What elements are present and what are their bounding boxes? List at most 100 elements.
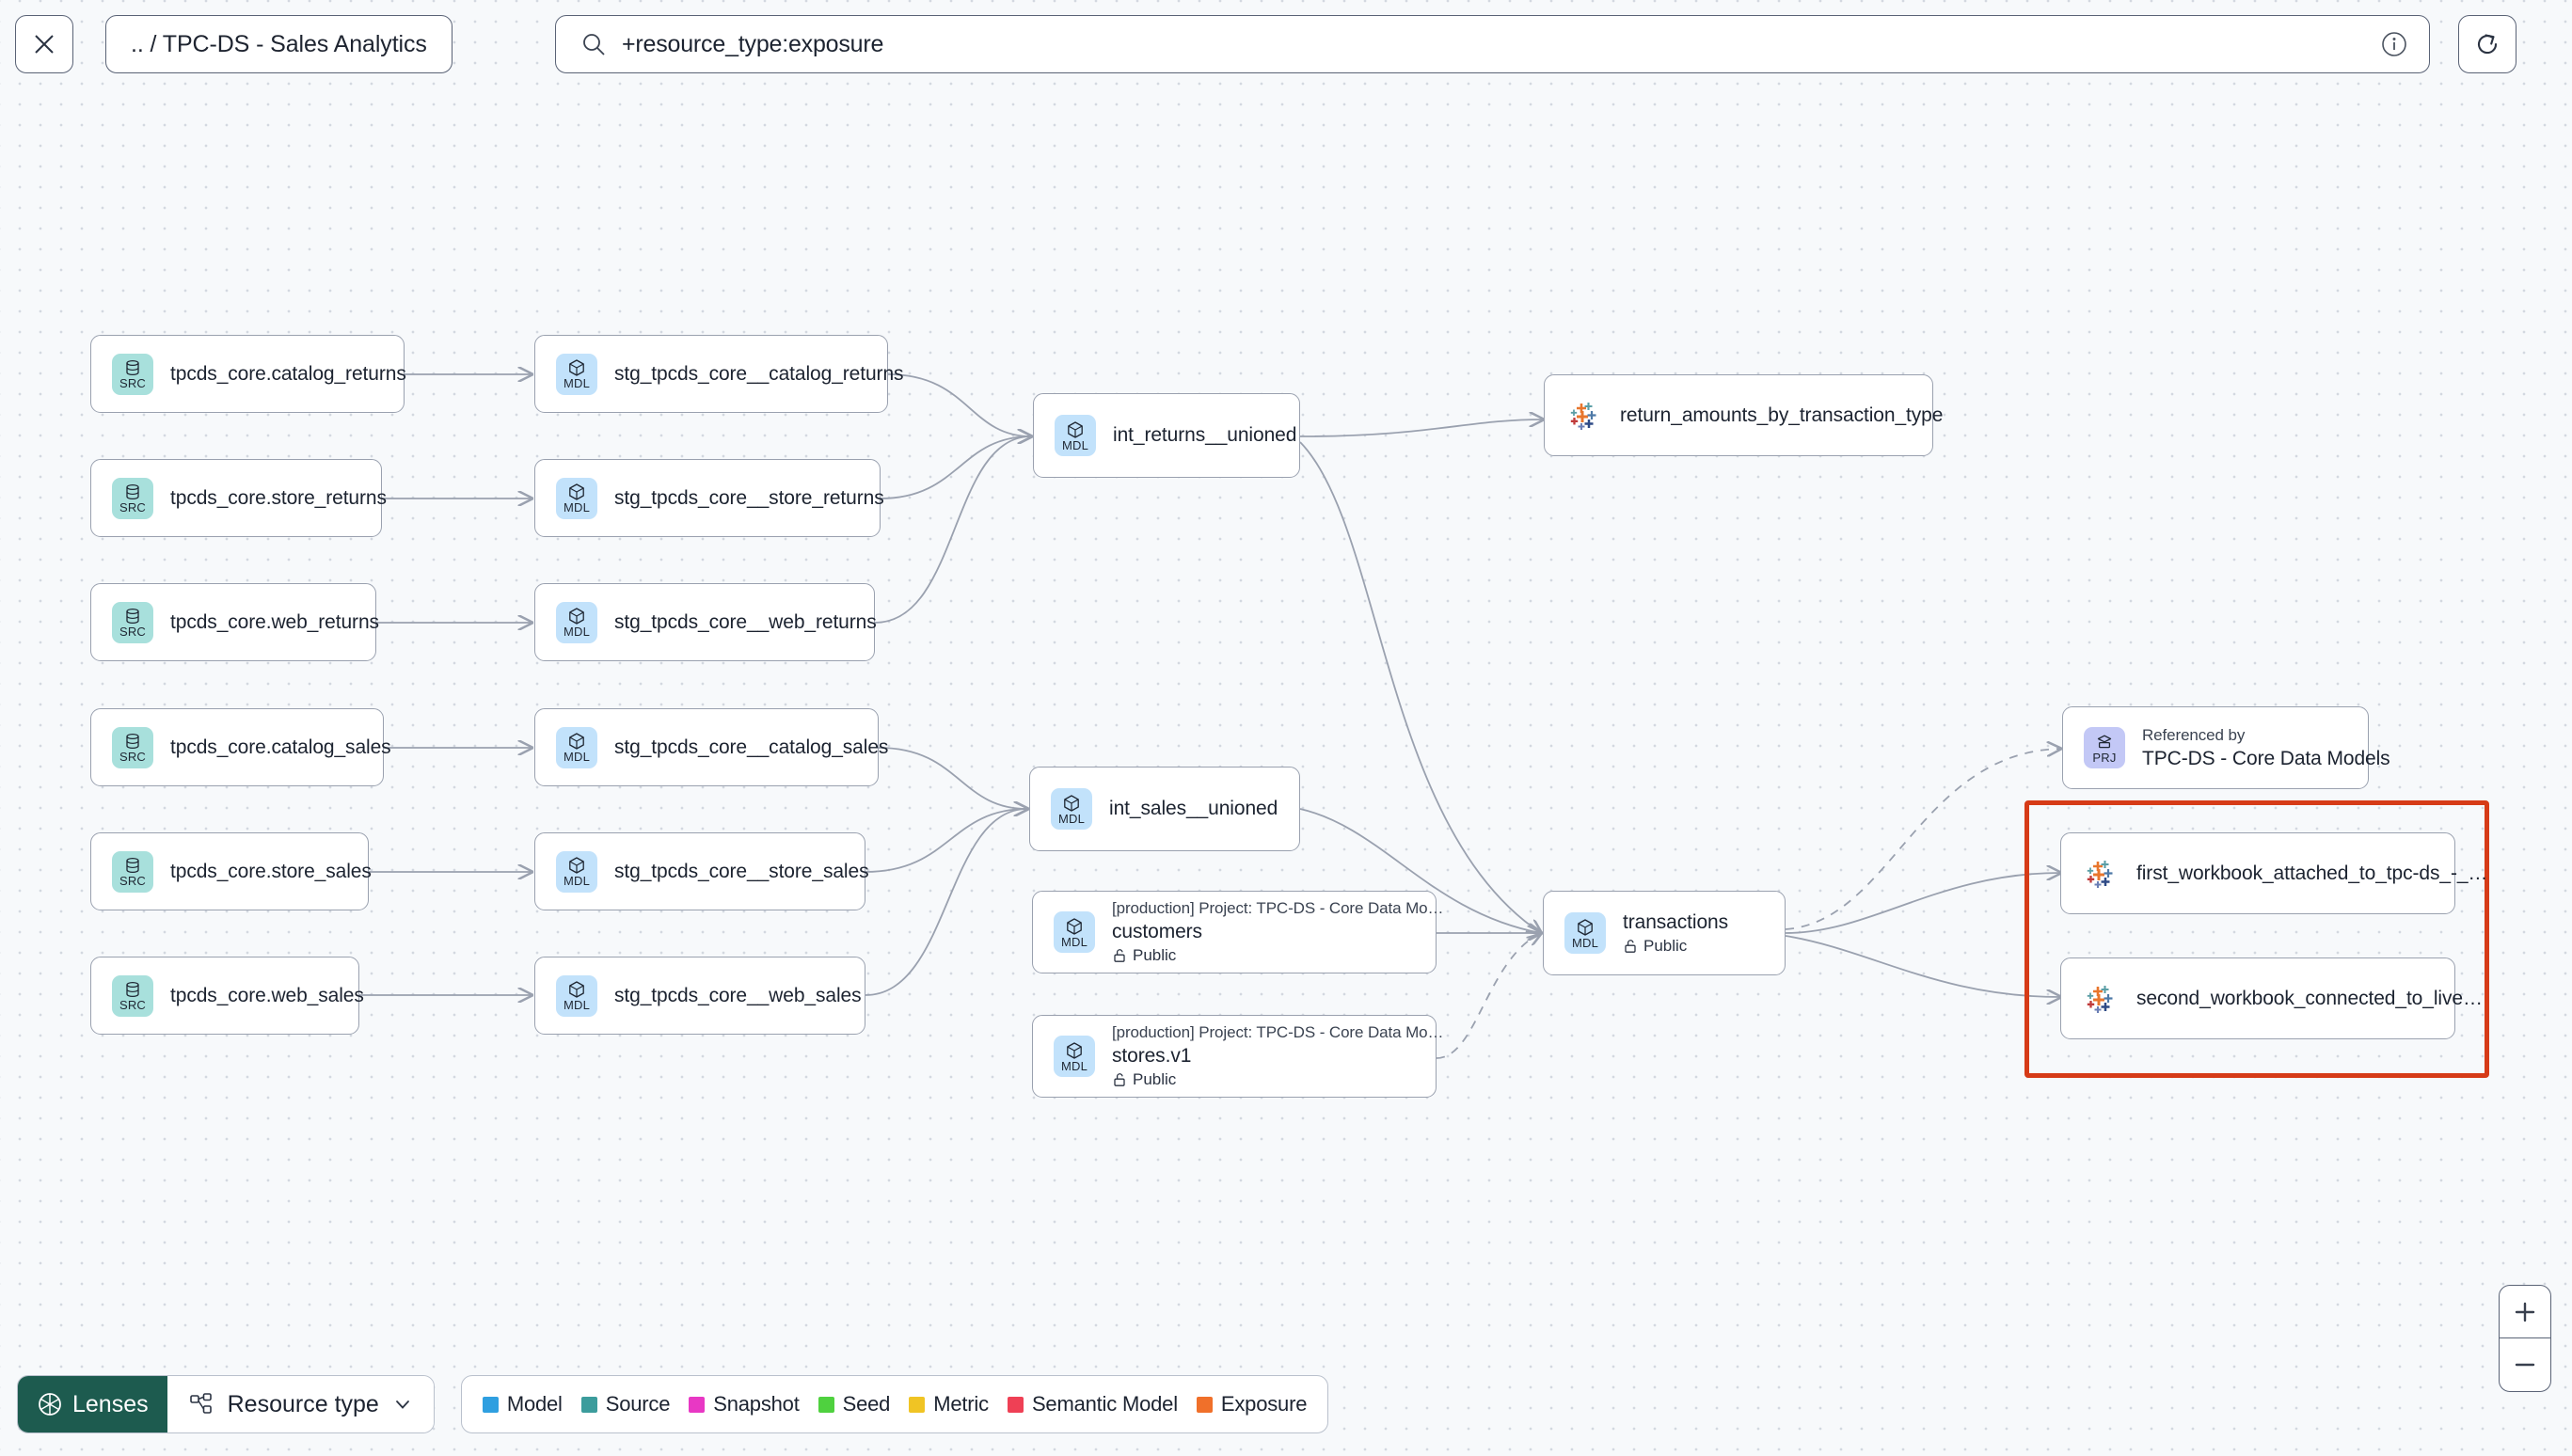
node-label: tpcds_core.catalog_sales bbox=[170, 736, 391, 758]
cube-icon bbox=[569, 733, 584, 750]
node-project-reference[interactable]: PRJ Referenced by TPC-DS - Core Data Mod… bbox=[2062, 706, 2390, 789]
src-badge-code: SRC bbox=[119, 874, 147, 888]
breadcrumb[interactable]: .. / TPC-DS - Sales Analytics bbox=[105, 15, 452, 73]
node-label: stores.v1 bbox=[1112, 1045, 1192, 1067]
close-button[interactable] bbox=[15, 15, 73, 73]
node-access: Public bbox=[1623, 937, 1728, 956]
mdl-badge: MDL bbox=[1054, 911, 1095, 953]
cube-icon bbox=[569, 483, 584, 500]
refresh-button[interactable] bbox=[2458, 15, 2516, 73]
node-exposure[interactable]: return_amounts_by_transaction_type bbox=[1544, 374, 1944, 456]
node-label: first_workbook_attached_to_tpc-ds_-_… bbox=[2136, 862, 2488, 884]
mdl-badge: MDL bbox=[556, 601, 597, 643]
node-body: tpcds_core.store_returns bbox=[170, 487, 387, 510]
database-icon bbox=[126, 857, 139, 874]
legend-label: Snapshot bbox=[713, 1392, 800, 1416]
search-input[interactable]: +resource_type:exposure bbox=[555, 15, 2430, 73]
plus-icon bbox=[2515, 1302, 2535, 1321]
node-source[interactable]: SRC tpcds_core.web_sales bbox=[90, 957, 364, 1035]
node-model-versioned[interactable]: MDL [production] Project: TPC-DS - Core … bbox=[1032, 891, 1444, 973]
chevron-down-icon bbox=[395, 1401, 409, 1409]
src-badge: SRC bbox=[112, 850, 153, 893]
node-body: transactions Public bbox=[1623, 911, 1728, 956]
cube-icon bbox=[569, 981, 584, 998]
node-label: stg_tpcds_core__web_sales bbox=[614, 984, 862, 1006]
node-body: tpcds_core.catalog_sales bbox=[170, 736, 391, 759]
node-label: stg_tpcds_core__store_returns bbox=[614, 486, 884, 509]
breadcrumb-label: .. / TPC-DS - Sales Analytics bbox=[131, 30, 427, 57]
src-badge-code: SRC bbox=[119, 750, 147, 764]
info-icon[interactable] bbox=[2380, 30, 2408, 58]
refresh-icon bbox=[2477, 34, 2498, 55]
lenses-label: Lenses bbox=[72, 1390, 149, 1417]
legend-label: Seed bbox=[842, 1392, 891, 1416]
mdl-badge: MDL bbox=[1051, 788, 1092, 830]
legend-swatch-metric bbox=[909, 1396, 926, 1413]
resource-type-label: Resource type bbox=[227, 1390, 379, 1417]
node-exposure[interactable]: first_workbook_attached_to_tpc-ds_-_… bbox=[2060, 832, 2488, 914]
node-source[interactable]: SRC tpcds_core.store_returns bbox=[90, 459, 387, 537]
node-body: int_returns__unioned bbox=[1113, 424, 1296, 447]
node-model[interactable]: MDL stg_tpcds_core__web_sales bbox=[534, 957, 865, 1035]
cube-icon bbox=[1067, 917, 1082, 935]
mdl-badge-code: MDL bbox=[563, 625, 591, 639]
cube-icon bbox=[1068, 420, 1083, 438]
tableau-icon bbox=[2087, 860, 2113, 888]
legend-item: Exposure bbox=[1196, 1392, 1307, 1416]
node-model[interactable]: MDL stg_tpcds_core__store_returns bbox=[534, 459, 884, 537]
cube-icon bbox=[569, 359, 584, 376]
node-source[interactable]: SRC tpcds_core.web_returns bbox=[90, 583, 379, 661]
search-query-text: +resource_type:exposure bbox=[622, 30, 884, 57]
node-label: TPC-DS - Core Data Models bbox=[2142, 747, 2390, 769]
node-label: stg_tpcds_core__web_returns bbox=[614, 610, 877, 633]
node-model[interactable]: MDL stg_tpcds_core__store_sales bbox=[534, 832, 869, 910]
mdl-badge: MDL bbox=[556, 726, 597, 768]
zoom-out-button[interactable] bbox=[2500, 1338, 2550, 1391]
mdl-badge-code: MDL bbox=[1061, 437, 1089, 452]
legend-label: Source bbox=[605, 1392, 671, 1416]
legend-swatch-exposure bbox=[1196, 1396, 1213, 1413]
resource-type-dropdown[interactable]: Resource type bbox=[167, 1376, 434, 1432]
node-body: first_workbook_attached_to_tpc-ds_-_… bbox=[2136, 862, 2488, 885]
legend-item: Model bbox=[482, 1392, 563, 1416]
node-model[interactable]: MDL int_sales__unioned bbox=[1029, 767, 1300, 851]
minus-icon bbox=[2515, 1363, 2535, 1367]
node-project-label: [production] Project: TPC-DS - Core Data… bbox=[1112, 899, 1444, 917]
node-label: tpcds_core.store_sales bbox=[170, 860, 372, 882]
node-model[interactable]: MDL int_returns__unioned bbox=[1033, 393, 1300, 478]
node-label: return_amounts_by_transaction_type bbox=[1620, 404, 1944, 426]
legend-swatch-seed bbox=[818, 1396, 834, 1413]
node-model[interactable]: MDL stg_tpcds_core__catalog_sales bbox=[534, 708, 888, 786]
node-model[interactable]: MDL stg_tpcds_core__catalog_returns bbox=[534, 335, 904, 413]
node-source[interactable]: SRC tpcds_core.catalog_sales bbox=[90, 708, 391, 786]
bottom-controls: Lenses Resource type Model bbox=[17, 1375, 1329, 1433]
node-label: int_sales__unioned bbox=[1109, 798, 1278, 819]
database-icon bbox=[126, 608, 139, 625]
node-model-versioned[interactable]: MDL [production] Project: TPC-DS - Core … bbox=[1032, 1015, 1444, 1098]
unlock-icon bbox=[1114, 1073, 1125, 1086]
node-source[interactable]: SRC tpcds_core.catalog_returns bbox=[90, 335, 406, 413]
node-body: stg_tpcds_core__web_returns bbox=[614, 610, 877, 634]
mdl-badge: MDL bbox=[556, 850, 597, 893]
legend-label: Metric bbox=[933, 1392, 989, 1416]
node-exposure[interactable]: second_workbook_connected_to_live… bbox=[2060, 957, 2483, 1039]
zoom-in-button[interactable] bbox=[2500, 1286, 2550, 1338]
nodes-icon bbox=[189, 1393, 212, 1414]
node-label: tpcds_core.web_returns bbox=[170, 610, 379, 633]
mdl-badge-code: MDL bbox=[1060, 1058, 1088, 1073]
src-badge: SRC bbox=[112, 477, 153, 519]
node-label: tpcds_core.web_sales bbox=[170, 984, 364, 1006]
node-access-label: Public bbox=[1133, 946, 1177, 964]
node-source[interactable]: SRC tpcds_core.store_sales bbox=[90, 832, 372, 910]
lens-control-group: Lenses Resource type bbox=[17, 1375, 435, 1433]
tableau-icon bbox=[2087, 985, 2113, 1013]
node-model-transactions[interactable]: MDL transactions Public bbox=[1543, 891, 1786, 975]
node-body: second_workbook_connected_to_live… bbox=[2136, 988, 2483, 1010]
legend-swatch-source bbox=[580, 1396, 597, 1413]
src-badge: SRC bbox=[112, 601, 153, 643]
mdl-badge: MDL bbox=[1564, 912, 1606, 954]
lenses-button[interactable]: Lenses bbox=[18, 1376, 167, 1432]
node-model[interactable]: MDL stg_tpcds_core__web_returns bbox=[534, 583, 877, 661]
